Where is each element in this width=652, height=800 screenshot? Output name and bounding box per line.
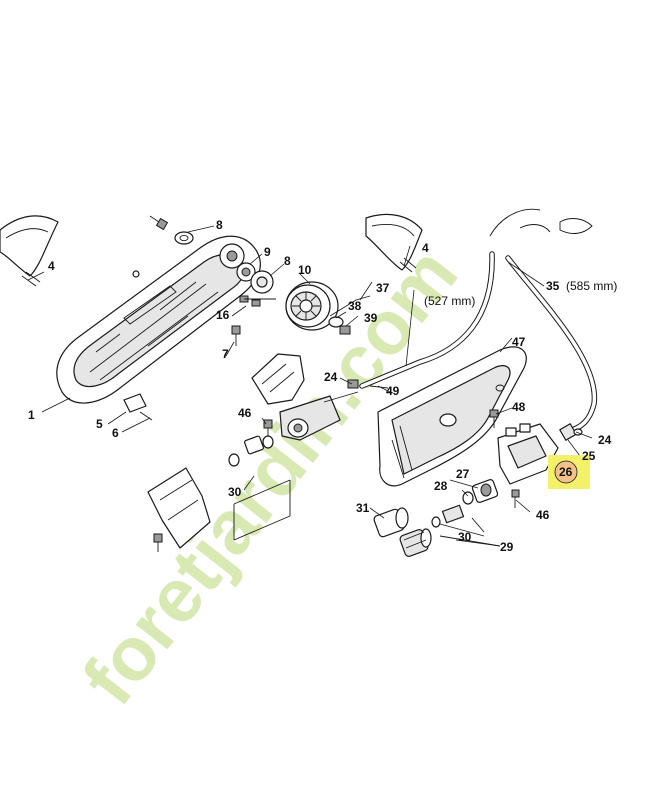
label-24-right: 24: [598, 433, 612, 447]
centre-bracket: [251, 353, 359, 441]
label-10: 10: [298, 263, 312, 277]
part-7-screw: [231, 325, 241, 346]
label-16: 16: [216, 308, 230, 322]
part-5-clip: [123, 393, 153, 421]
part-4-right-guard: [365, 208, 593, 273]
part-49-screw: [369, 385, 389, 389]
part-27-pump: [471, 479, 499, 503]
highlight-26: [548, 455, 590, 489]
label-30-left: 30: [228, 485, 242, 499]
label-7: 7: [222, 347, 229, 361]
label-35: 35: [546, 279, 560, 293]
part-24-connector-left: [347, 379, 359, 389]
label-29: 29: [500, 540, 514, 554]
part-16-screws: [239, 295, 276, 307]
part-10-pulley: [285, 281, 339, 331]
part-38-39-nut: [328, 316, 351, 335]
label-49: 49: [386, 384, 400, 398]
label-38: 38: [348, 299, 362, 313]
leader-lines: [27, 225, 593, 547]
hose-length-left: (527 mm): [424, 294, 475, 308]
label-9: 9: [264, 245, 271, 259]
label-26: 26: [559, 465, 573, 479]
label-8-bearing: 8: [284, 254, 291, 268]
label-46-right: 46: [536, 508, 550, 522]
label-8-top: 8: [216, 218, 223, 232]
part-8-bolt-top: [149, 215, 194, 245]
label-37: 37: [376, 281, 390, 295]
part-labels: 1 4 4 5 6 7 8 8 9 10 16 24 24 25 26 27 2…: [28, 218, 617, 554]
hose-length-right: (585 mm): [566, 279, 617, 293]
lower-bracket: [147, 467, 211, 552]
part-9-bearing: [236, 262, 256, 282]
part-28-oring: [462, 491, 474, 505]
part-26-housing: [497, 423, 559, 508]
label-24-left: 24: [324, 370, 338, 384]
hose-right-585: [505, 255, 598, 435]
label-39: 39: [364, 311, 378, 325]
part-31-union: [373, 507, 432, 557]
label-1: 1: [28, 408, 35, 422]
label-4-left: 4: [48, 259, 55, 273]
label-25: 25: [582, 449, 596, 463]
label-28: 28: [434, 479, 448, 493]
label-48: 48: [512, 400, 526, 414]
part-30-fitting: [431, 504, 465, 528]
label-30-right: 30: [458, 530, 472, 544]
part-1-sprocket-cover: [56, 235, 261, 404]
label-31: 31: [356, 501, 370, 515]
label-46-left: 46: [238, 406, 252, 420]
part-30-orings-left: [228, 435, 291, 541]
label-6: 6: [112, 426, 119, 440]
hose-left-527: [359, 251, 495, 389]
label-47: 47: [512, 335, 526, 349]
part-8-bearing: [250, 270, 274, 294]
label-4-right: 4: [422, 241, 429, 255]
part-47-chain-cover: [377, 346, 527, 487]
part-24-connector-right: [559, 423, 583, 441]
label-27: 27: [456, 467, 470, 481]
label-5: 5: [96, 417, 103, 431]
highlight-circle: [554, 460, 578, 484]
part-4-left-guard: [0, 215, 59, 287]
